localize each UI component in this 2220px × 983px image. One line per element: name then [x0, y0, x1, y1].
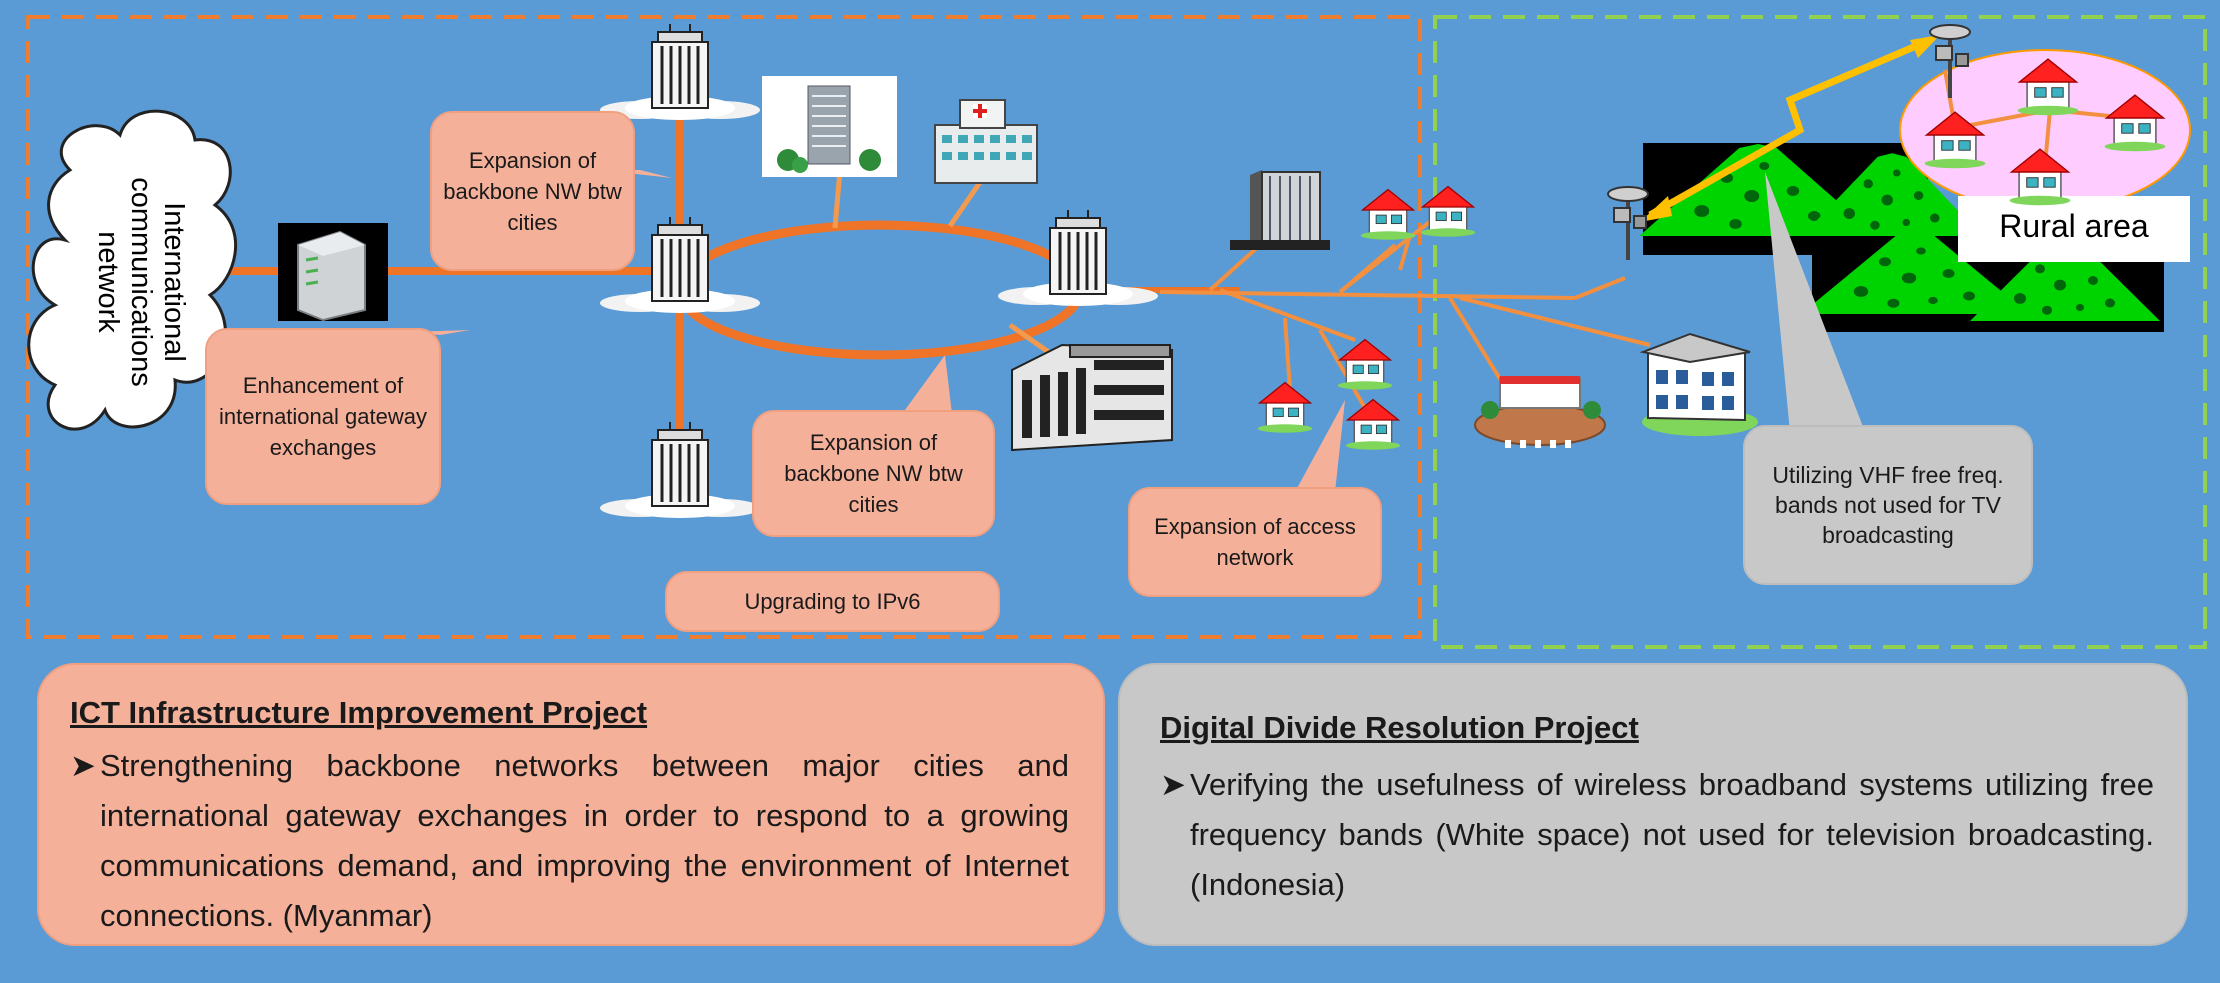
callout-gateway: Enhancement of international gateway exc… [205, 328, 441, 505]
antenna-icon [1606, 185, 1650, 262]
digital-divide-text: Verifying the usefulness of wireless bro… [1190, 767, 2154, 902]
hotel-building-icon [1230, 170, 1330, 250]
ict-project-panel: ICT Infrastructure Improvement Project ➤… [37, 663, 1105, 946]
rural-area-label: Rural area [1999, 208, 2149, 244]
ict-project-bullet: ➤ Strengthening backbone networks betwee… [70, 741, 1069, 941]
ict-project-text: Strengthening backbone networks between … [100, 748, 1069, 933]
building-icon [996, 208, 1160, 308]
office-building-icon [762, 76, 897, 177]
digital-divide-bullet: ➤ Verifying the usefulness of wireless b… [1160, 760, 2154, 910]
callout-tail [902, 355, 952, 414]
house-icon [1360, 188, 1416, 241]
bullet-arrow-icon: ➤ [70, 748, 96, 783]
ict-project-title: ICT Infrastructure Improvement Project [70, 695, 648, 730]
house-icon [1345, 398, 1401, 451]
callout-ipv6: Upgrading to IPv6 [665, 571, 1000, 632]
server-icon [278, 223, 388, 322]
callout-tail [1765, 172, 1865, 432]
house-icon [1257, 381, 1313, 434]
backbone-region-border [26, 15, 1422, 639]
campus-building-icon [1011, 343, 1173, 452]
callout-tail [410, 330, 470, 335]
building-icon [598, 22, 762, 122]
building-icon [598, 420, 762, 520]
rural-area-label-box [1958, 196, 2190, 262]
callout-tail [1295, 400, 1345, 492]
digital-divide-panel: Digital Divide Resolution Project ➤ Veri… [1118, 663, 2188, 946]
international-network-label-text: International communications network [92, 177, 190, 387]
hospital-icon [934, 99, 1038, 184]
bullet-arrow-icon: ➤ [1160, 767, 1186, 802]
house-icon [1337, 338, 1393, 391]
rural-region-border [1433, 15, 2207, 649]
wireless-link [1648, 36, 1932, 219]
callout-backbone-top: Expansion of backbone NW btw cities [430, 111, 635, 271]
callout-backbone-bottom: Expansion of backbone NW btw cities [752, 410, 995, 537]
cloud-icon [27, 109, 238, 431]
digital-divide-title: Digital Divide Resolution Project [1160, 710, 1639, 745]
school-icon [1474, 376, 1606, 448]
apartment-icon [1639, 332, 1758, 436]
callout-access: Expansion of access network [1128, 487, 1382, 597]
house-icon [1420, 185, 1476, 238]
callout-vhf: Utilizing VHF free freq. bands not used … [1743, 425, 2033, 585]
